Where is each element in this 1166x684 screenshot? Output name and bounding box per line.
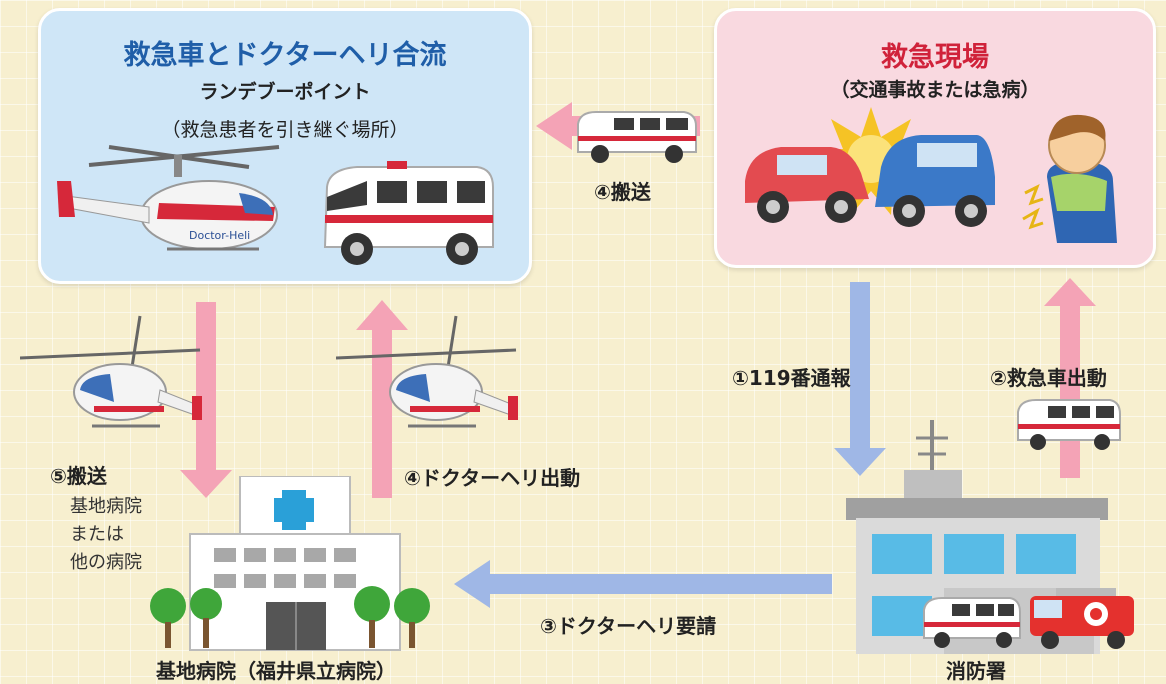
- arrow-transport-to-hospital: [180, 302, 232, 498]
- sick-person-icon: [1022, 114, 1117, 243]
- scene-subtitle: （交通事故または急病）: [830, 79, 1040, 101]
- rendezvous-point-box: 救急車とドクターヘリ合流 ランデブーポイント （救急患者を引き継ぐ場所） Doc…: [38, 8, 532, 284]
- ambulance-icon: [1017, 399, 1121, 450]
- arrow-119-call: [834, 282, 886, 476]
- step5-dest-line1: 基地病院: [70, 496, 142, 517]
- step5-dest-line3: 他の病院: [70, 552, 142, 573]
- step4a-label: ④搬送: [594, 180, 651, 204]
- hospital-label: 基地病院（福井県立病院）: [156, 659, 396, 683]
- ambulance-icon: [923, 597, 1021, 648]
- car-crash-icon: [745, 107, 995, 227]
- fire-station-label: 消防署: [946, 659, 1006, 683]
- step1-label: ①119番通報: [732, 366, 851, 390]
- helicopter-icon: Doctor-Heli: [57, 145, 280, 251]
- ambulance-icon: [323, 161, 494, 265]
- arrow-heli-request: [454, 560, 832, 608]
- rendezvous-title: 救急車とドクターヘリ合流: [123, 40, 447, 71]
- arrow-heli-dispatch: [356, 300, 408, 498]
- emergency-scene-box: 救急現場 （交通事故または急病）: [714, 8, 1156, 268]
- helicopter-icon: [336, 315, 518, 428]
- step5-dest-line2: または: [70, 524, 124, 545]
- fire-truck-icon: [1030, 588, 1134, 649]
- rendezvous-note: （救急患者を引き継ぐ場所）: [161, 119, 409, 141]
- heli-logo-text: Doctor-Heli: [189, 229, 250, 242]
- arrow-ambulance-dispatch: [1044, 278, 1096, 478]
- helicopter-icon: [20, 315, 202, 428]
- step5-label: ⑤搬送: [50, 464, 107, 488]
- hospital-icon: [150, 476, 430, 651]
- step4b-label: ④ドクターヘリ出動: [404, 466, 581, 490]
- rendezvous-subtitle: ランデブーポイント: [199, 81, 371, 103]
- step2-label: ②救急車出動: [990, 366, 1107, 390]
- step3-label: ③ドクターヘリ要請: [540, 614, 717, 638]
- scene-title: 救急現場: [881, 42, 989, 73]
- ambulance-icon: [577, 111, 697, 163]
